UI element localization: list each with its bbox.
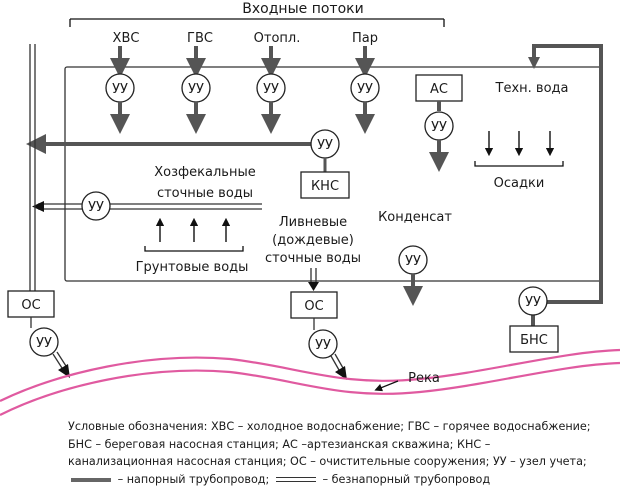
meter-bns <box>518 286 548 316</box>
legend-text-1: Условные обозначения: ХВС – холодное вод… <box>68 420 591 468</box>
sediments-label: Осадки <box>494 176 545 191</box>
storm-gravity-flow <box>308 268 319 291</box>
treatment-label-left: ОС <box>21 298 40 313</box>
kns-box <box>300 171 350 199</box>
meter-treatment-left <box>29 327 59 357</box>
household-sewage-flow: УУ <box>32 191 262 221</box>
gravity-pipe-symbol <box>275 477 316 482</box>
input-stream-heating: Отопл. УУ <box>254 31 301 134</box>
treatment-label-center: ОС <box>304 299 323 314</box>
left-collector: ОС УУ <box>7 44 70 378</box>
groundwater-arrows <box>144 217 244 252</box>
meter-household <box>81 191 111 221</box>
bns-box <box>509 325 559 353</box>
tech-water-label: Техн. вода <box>495 81 569 96</box>
input-stream-hot-water: ГВС УУ <box>181 31 213 134</box>
storm-label-1: Ливневые <box>279 215 347 230</box>
meter-label: УУ <box>188 82 204 97</box>
storm-label-3: сточные воды <box>265 251 361 266</box>
bns-label: БНС <box>520 333 548 348</box>
well-label: АС <box>430 82 448 97</box>
treatment-box-left <box>7 290 55 318</box>
groundwater-label: Грунтовые воды <box>136 260 249 275</box>
condensate-label: Конденсат <box>378 210 452 225</box>
meter-label: УУ <box>317 138 333 153</box>
meter-label: УУ <box>112 82 128 97</box>
storm-label-2: (дождевые) <box>272 233 354 248</box>
input-label-hot-water: ГВС <box>187 31 213 46</box>
kns-pressure-flow: УУ КНС <box>26 129 350 199</box>
kns-label: КНС <box>311 179 339 194</box>
meter-treatment-center <box>308 329 338 359</box>
meter-label: УУ <box>357 82 373 97</box>
river <box>0 348 620 416</box>
legend-text-2: – напорный трубопровод; <box>117 472 270 486</box>
input-stream-steam: Пар УУ <box>350 31 380 134</box>
household-label-1: Хозфекальные <box>154 165 255 180</box>
bns-pressure-flow: УУ БНС <box>509 44 603 353</box>
household-label-2: сточные воды <box>157 186 253 201</box>
legend-text-3: – безнапорный трубопровод <box>322 472 491 486</box>
pressure-pipe-symbol <box>71 477 111 482</box>
artesian-well: АС УУ <box>415 74 463 172</box>
condensate-flow: УУ <box>398 245 428 306</box>
river-flow-arrow <box>374 380 399 392</box>
meter-label: УУ <box>88 200 104 215</box>
meter-label: УУ <box>315 338 331 353</box>
meter-label: УУ <box>405 254 421 269</box>
inputs-bracket <box>69 18 445 27</box>
input-stream-cold-water: ХВС УУ <box>105 31 140 134</box>
input-label-steam: Пар <box>352 31 378 46</box>
input-label-cold-water: ХВС <box>113 31 140 46</box>
legend: Условные обозначения: ХВС – холодное вод… <box>68 418 598 488</box>
inputs-title: Входные потоки <box>242 1 363 17</box>
meter-label: УУ <box>431 120 447 135</box>
sediment-arrows <box>474 131 564 167</box>
central-treatment: ОС УУ <box>290 291 347 380</box>
input-label-heating: Отопл. <box>254 31 301 46</box>
meter-label: УУ <box>525 295 541 310</box>
river-label: Река <box>408 371 440 386</box>
meter-label: УУ <box>263 82 279 97</box>
meter-label: УУ <box>36 336 52 351</box>
